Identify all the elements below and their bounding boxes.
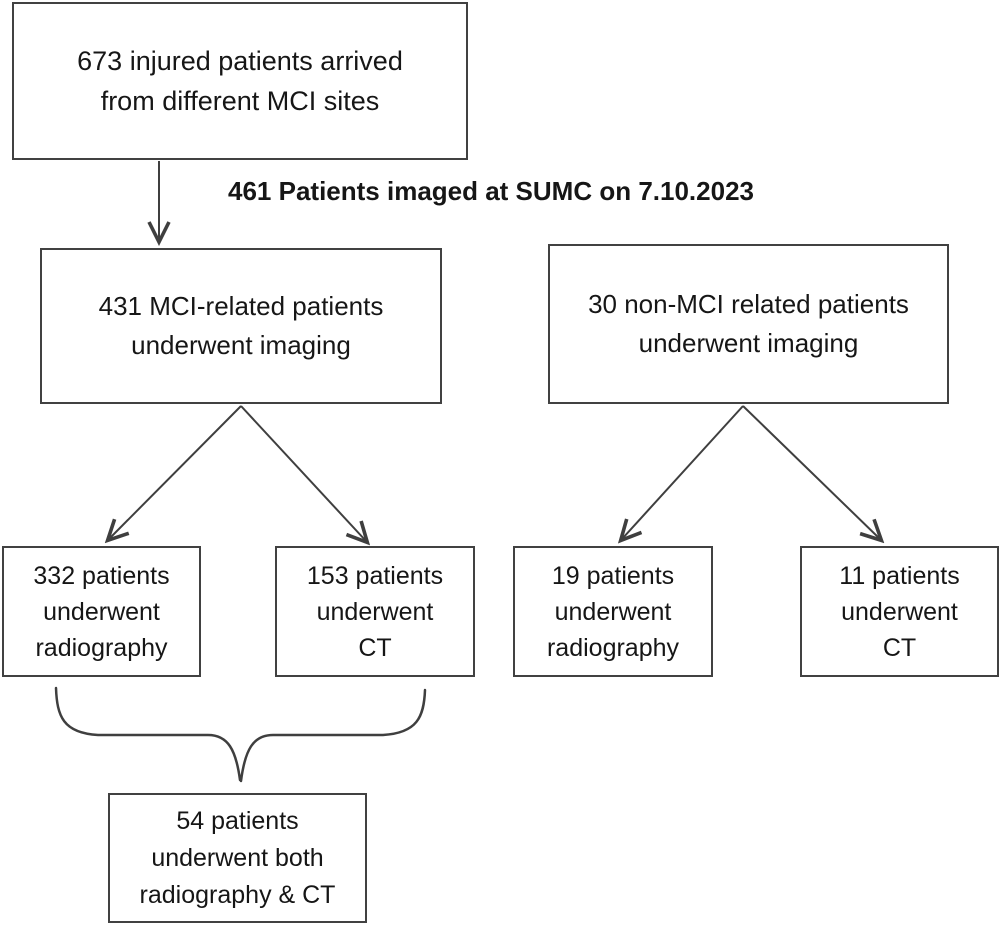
node-non-mci-ct: 11 patients underwent CT xyxy=(800,546,999,677)
arrow-mci-to-ct xyxy=(240,405,366,541)
arrow-nonmci-to-radiography xyxy=(622,405,744,539)
node-non-mci-related: 30 non-MCI related patients underwent im… xyxy=(548,244,949,404)
node-non-mci-related-label: 30 non-MCI related patients underwent im… xyxy=(588,289,909,358)
imaged-at-sumc-label: 461 Patients imaged at SUMC on 7.10.2023 xyxy=(228,176,754,206)
node-total-patients-label: 673 injured patients arrived from differ… xyxy=(77,46,403,116)
node-mci-radiography-label: 332 patients underwent radiography xyxy=(33,561,170,662)
node-mci-radiography: 332 patients underwent radiography xyxy=(2,546,201,677)
node-mci-related: 431 MCI-related patients underwent imagi… xyxy=(40,248,442,404)
node-non-mci-ct-label: 11 patients underwent CT xyxy=(839,561,960,662)
node-non-mci-radiography: 19 patients underwent radiography xyxy=(513,546,713,677)
node-total-patients: 673 injured patients arrived from differ… xyxy=(12,2,468,160)
node-non-mci-radiography-label: 19 patients underwent radiography xyxy=(546,561,680,662)
node-both-radiography-ct: 54 patients underwent both radiography &… xyxy=(108,793,367,923)
node-mci-ct-label: 153 patients underwent CT xyxy=(306,561,444,662)
curly-brace-join xyxy=(54,686,427,783)
node-mci-ct: 153 patients underwent CT xyxy=(275,546,475,677)
arrow-mci-to-radiography xyxy=(109,405,242,539)
node-mci-related-label: 431 MCI-related patients underwent imagi… xyxy=(98,291,384,360)
node-both-radiography-ct-label: 54 patients underwent both radiography &… xyxy=(139,806,336,909)
arrow-nonmci-to-ct xyxy=(742,405,880,539)
